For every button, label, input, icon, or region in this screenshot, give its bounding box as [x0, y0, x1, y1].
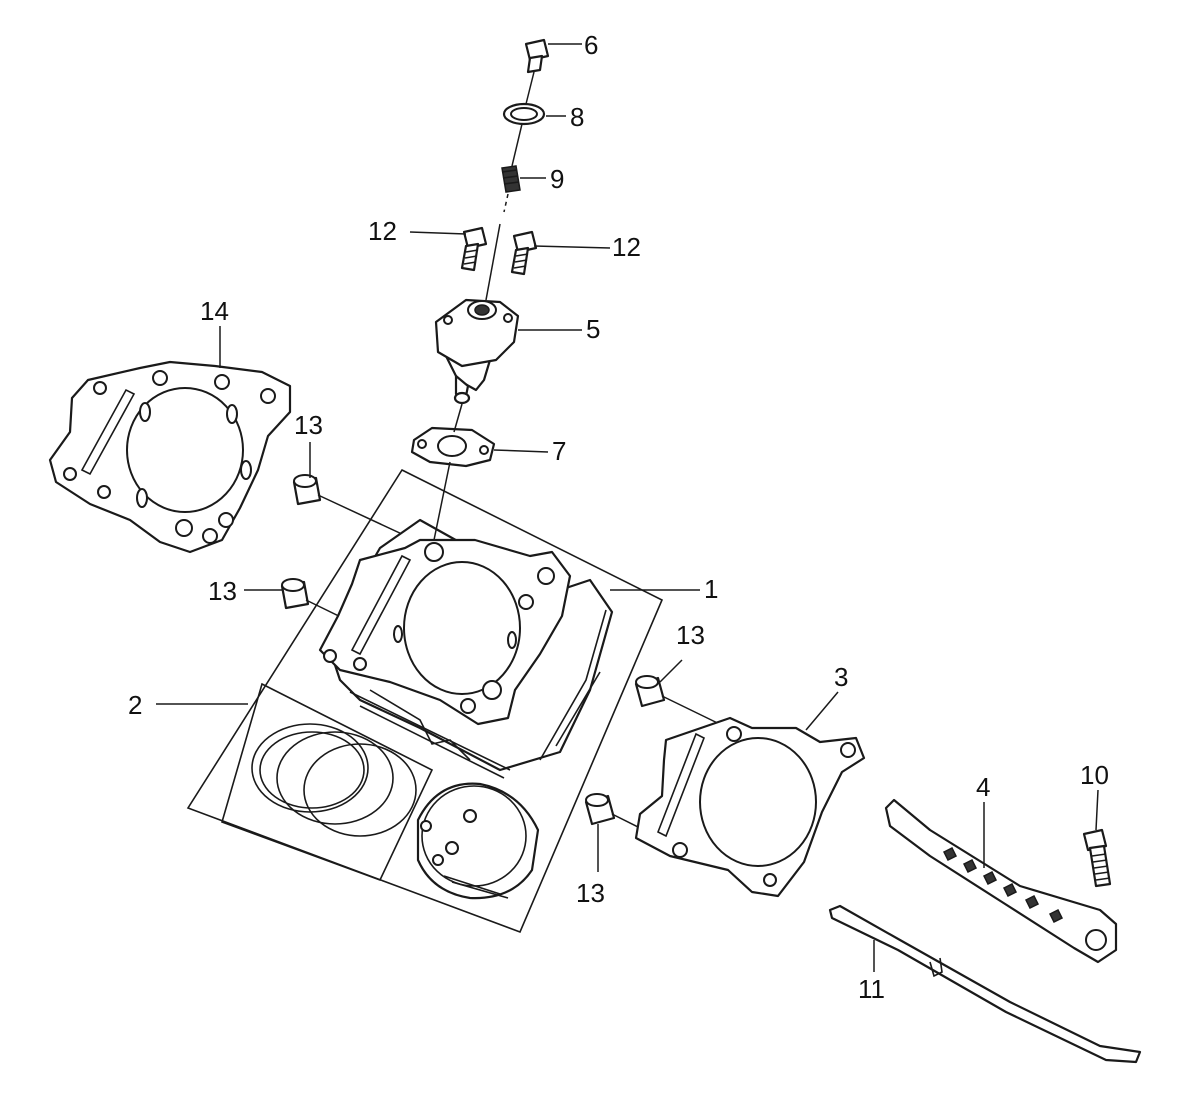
callout-13b: 13	[208, 576, 237, 606]
callout-12b: 12	[612, 232, 641, 262]
callout-11: 11	[858, 974, 885, 1004]
spring-9	[501, 165, 521, 193]
callout-8: 8	[570, 102, 584, 132]
piston-2	[416, 782, 540, 900]
tensioner-gasket-7	[410, 426, 496, 468]
bolt-12-right	[510, 230, 538, 276]
callout-6: 6	[584, 30, 598, 60]
piston-rings-2	[251, 723, 417, 837]
callout-13d: 13	[576, 878, 605, 908]
bolt-10	[1082, 828, 1112, 888]
head-gasket-14	[48, 360, 292, 554]
chain-guide-11	[828, 904, 1142, 1064]
dowel-pin-13-d	[584, 793, 616, 826]
dowel-pin-13-a	[292, 474, 322, 506]
callout-14: 14	[200, 296, 229, 326]
callout-5: 5	[586, 314, 600, 344]
callout-1: 1	[704, 574, 718, 604]
chain-tensioner-5	[434, 298, 520, 405]
cap-bolt-6	[524, 38, 550, 74]
callout-12a: 12	[368, 216, 397, 246]
callout-13c: 13	[676, 620, 705, 650]
callout-13a: 13	[294, 410, 323, 440]
callout-3: 3	[834, 662, 848, 692]
callout-9: 9	[550, 164, 564, 194]
bolt-12-left	[460, 226, 488, 272]
base-gasket-3	[634, 716, 866, 898]
callout-10: 10	[1080, 760, 1109, 790]
chain-guide-4	[884, 798, 1118, 964]
cylinder-block-1	[318, 518, 614, 779]
washer-8	[502, 102, 546, 126]
piston-kit-frame	[221, 682, 434, 882]
callout-7: 7	[552, 436, 566, 466]
dowel-pin-13-b	[280, 578, 310, 610]
dowel-pin-13-c	[634, 675, 666, 708]
callout-2: 2	[128, 690, 142, 720]
callout-4: 4	[976, 772, 990, 802]
